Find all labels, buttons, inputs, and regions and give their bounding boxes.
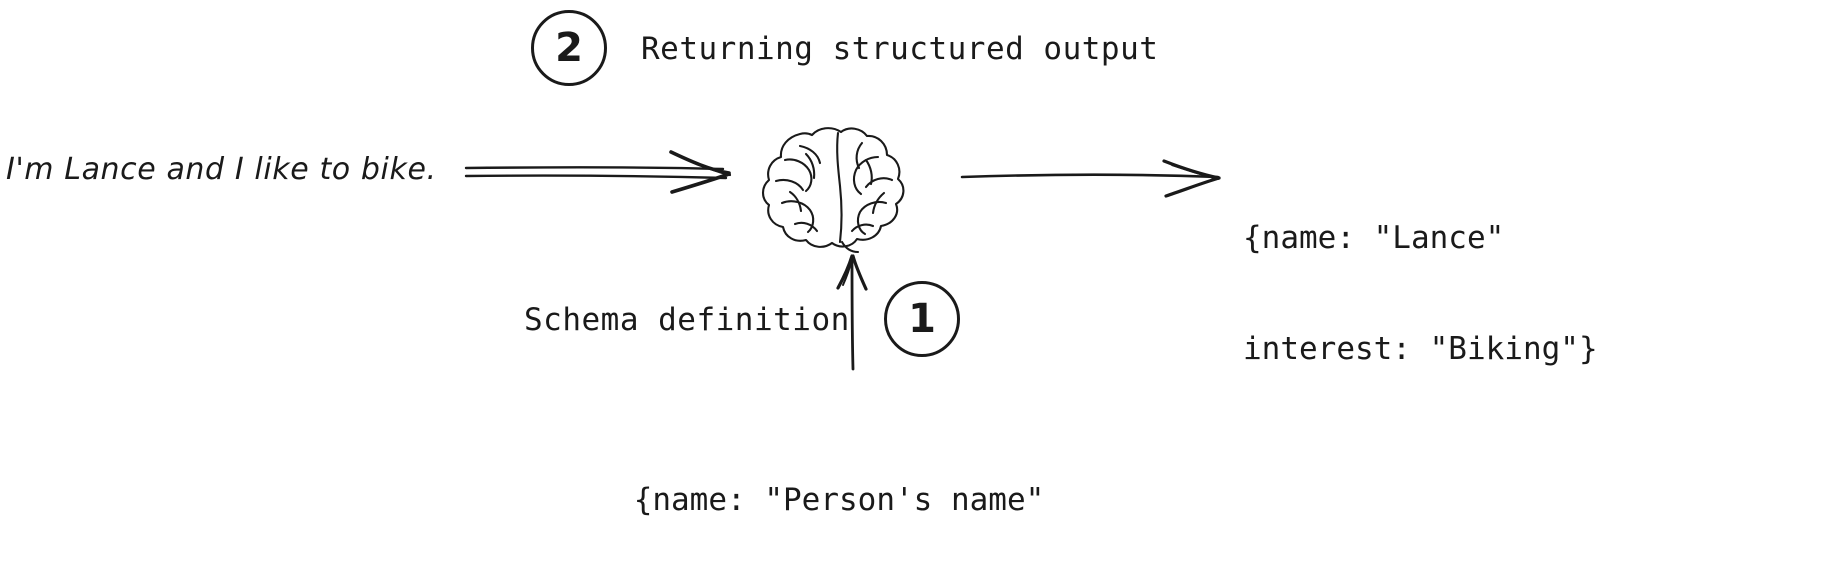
structured-output-block: {name: "Lance" interest: "Biking"} bbox=[1243, 146, 1598, 442]
output-line-2: interest: "Biking"} bbox=[1243, 331, 1598, 367]
input-prompt-text: I'm Lance and I like to bike. bbox=[6, 152, 437, 187]
input-arrow bbox=[464, 150, 732, 194]
output-line-1: {name: "Lance" bbox=[1243, 220, 1505, 256]
output-arrow bbox=[960, 159, 1221, 198]
step-badge-1: 1 bbox=[884, 281, 960, 357]
schema-definition-label: Schema definition bbox=[524, 302, 850, 338]
schema-line-1: {name: "Person's name" bbox=[633, 482, 1045, 518]
step-badge-2: 2 bbox=[531, 10, 607, 86]
diagram-title: Returning structured output bbox=[641, 31, 1159, 67]
brain-icon bbox=[761, 127, 905, 254]
schema-definition-block: {name: "Person's name" interest: "Person… bbox=[604, 408, 1074, 566]
